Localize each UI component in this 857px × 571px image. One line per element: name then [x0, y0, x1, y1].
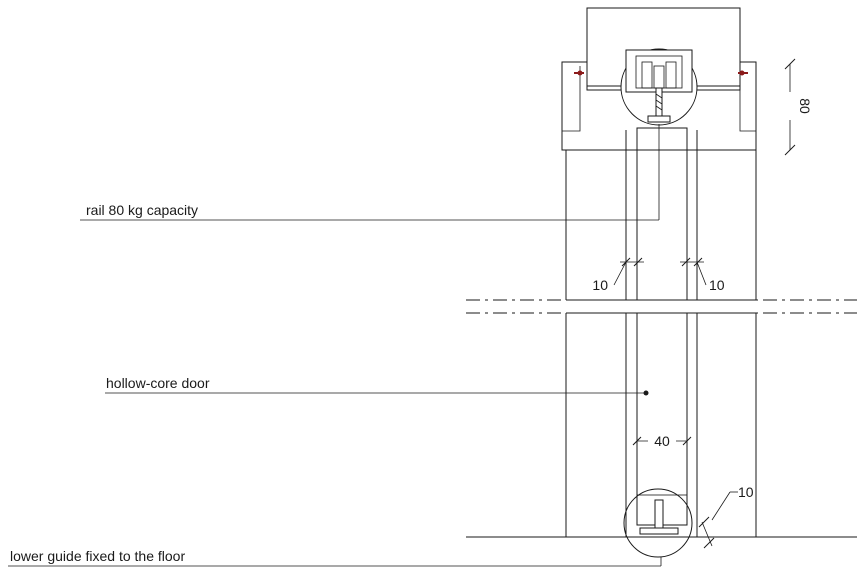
door-thickness-value: 40 — [654, 433, 670, 449]
dimension-floor-gap: 10 — [698, 484, 754, 549]
rail-label-group: rail 80 kg capacity — [80, 124, 660, 221]
dimension-gaps: 10 10 — [592, 257, 725, 293]
header-height-value: 80 — [797, 98, 813, 114]
door-lower — [636, 312, 688, 526]
dimension-door-thickness: 40 — [632, 432, 692, 449]
lower-guide-detail — [623, 488, 693, 558]
break-lines — [466, 299, 857, 314]
rail-label: rail 80 kg capacity — [86, 202, 198, 218]
door-upper — [636, 127, 688, 301]
jamb-lower — [565, 313, 757, 537]
dimension-header-height: 80 — [782, 58, 813, 156]
rail-detail — [620, 48, 698, 126]
jamb-upper — [565, 130, 757, 300]
guide-label: lower guide fixed to the floor — [10, 548, 185, 564]
gap-right-value: 10 — [709, 277, 725, 293]
guide-label-group: lower guide fixed to the floor — [8, 548, 662, 567]
door-label-group: hollow-core door — [105, 375, 646, 394]
screw-left — [574, 70, 584, 76]
floor-gap-value: 10 — [738, 484, 754, 500]
gap-left-value: 10 — [592, 277, 608, 293]
screw-right — [738, 70, 748, 76]
door-label: hollow-core door — [106, 375, 210, 391]
